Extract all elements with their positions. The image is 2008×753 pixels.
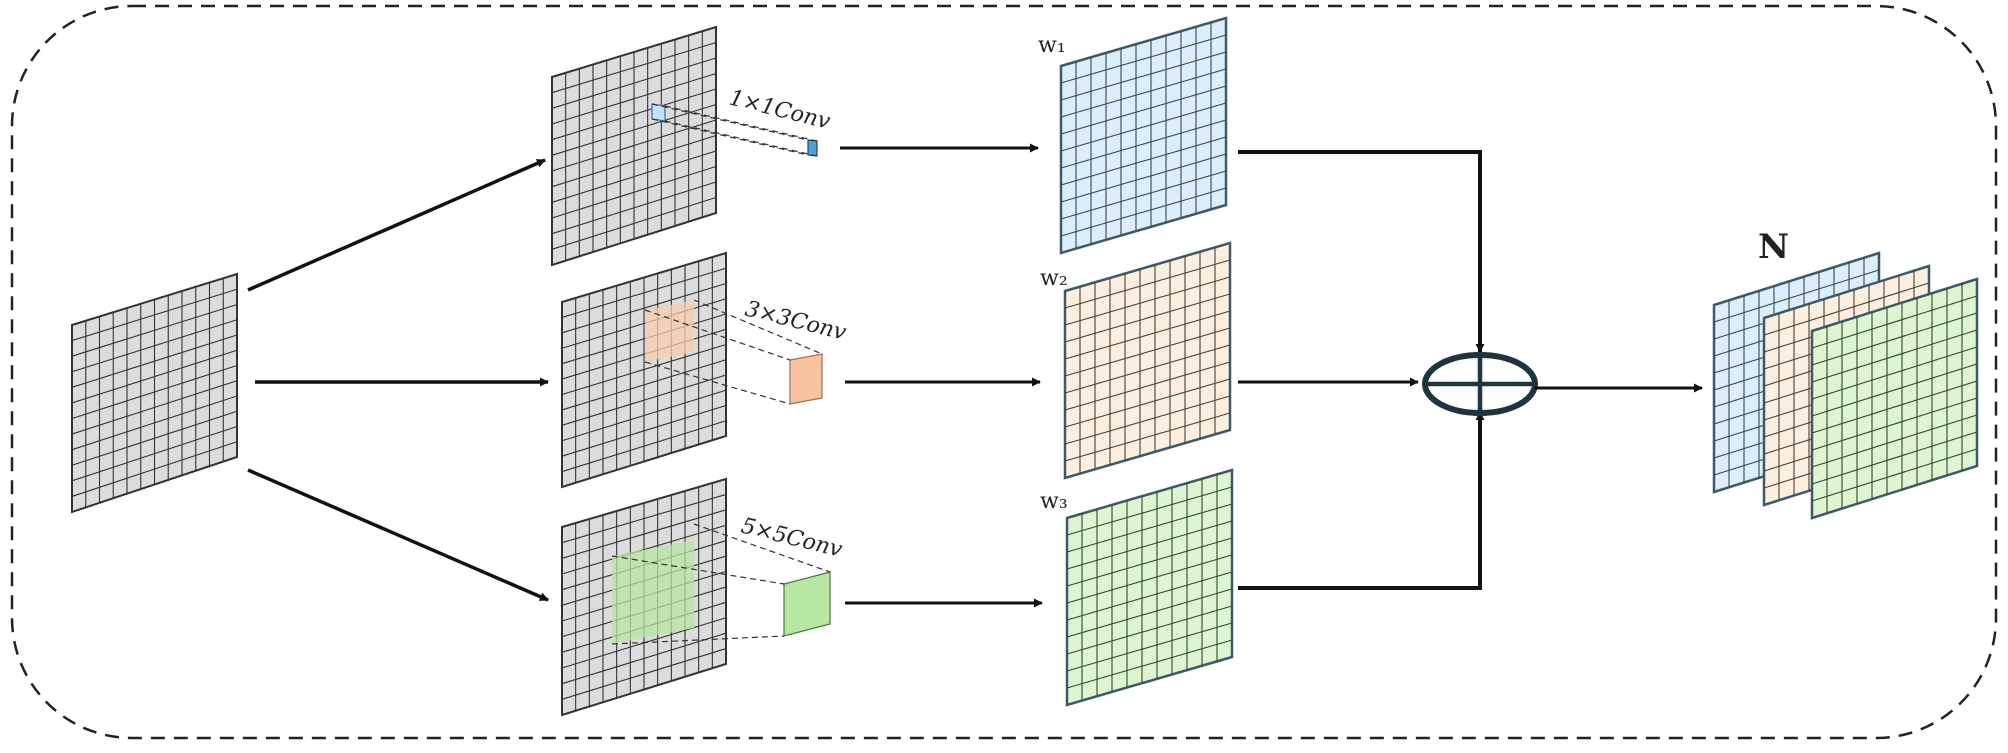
conv3x3-projection bbox=[644, 299, 823, 405]
conv5x5-projection bbox=[611, 523, 831, 645]
arrow-w3-to-sum bbox=[1238, 411, 1485, 590]
branch2-feature-map bbox=[561, 251, 727, 489]
weight-label-2: w₂ bbox=[1040, 266, 1068, 291]
module-boundary bbox=[10, 4, 1998, 740]
weight-label-3: w₃ bbox=[1040, 489, 1068, 514]
conv1x1-label: 1×1Conv bbox=[727, 86, 834, 135]
branch1-feature-map bbox=[551, 25, 717, 267]
weighted-map-1 bbox=[1059, 16, 1228, 255]
weighted-map-3 bbox=[1065, 468, 1234, 707]
conv5x5-label: 5×5Conv bbox=[739, 514, 846, 563]
circle-plus-icon bbox=[1422, 352, 1538, 416]
weighted-map-2 bbox=[1063, 241, 1232, 480]
conv1x1-projection bbox=[651, 103, 818, 157]
conv3x3-label: 3×3Conv bbox=[743, 297, 850, 346]
output-map-3 bbox=[1810, 277, 1979, 520]
arrow-w1-to-sum bbox=[1238, 150, 1485, 353]
output-label: N bbox=[1758, 227, 1789, 267]
arrow-input-to-branch3 bbox=[247, 468, 549, 602]
input-feature-map bbox=[71, 272, 238, 514]
arrow-input-to-branch1 bbox=[247, 158, 546, 292]
weight-label-1: w₁ bbox=[1038, 33, 1066, 58]
